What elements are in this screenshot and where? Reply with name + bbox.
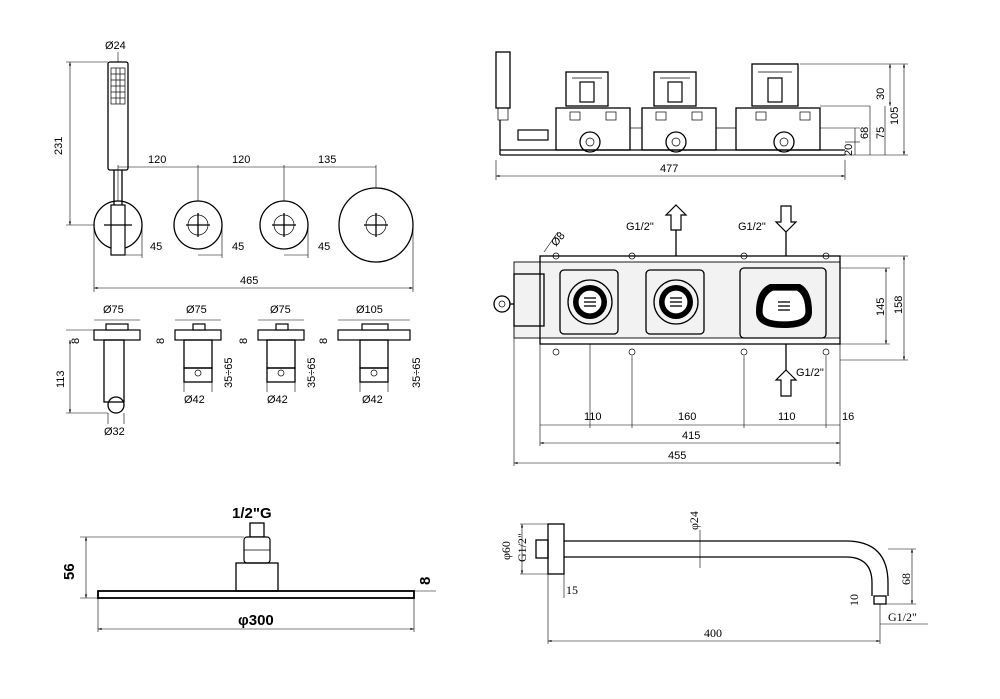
dim-front-spacing-2: 160 (678, 411, 696, 423)
handshower-hose-connector (110, 204, 126, 256)
body-side-view: 30 105 75 68 20 477 (495, 51, 908, 180)
side-valve-2 (641, 71, 717, 153)
arm-end-connector (873, 595, 887, 605)
dim-profile2-plate: 8 (155, 338, 167, 344)
dim-profile2-diameter: Ø75 (186, 304, 207, 316)
inlet-arrow-3 (774, 344, 798, 397)
dim-front-spacing-3: 110 (778, 411, 796, 423)
dim-profile3-range: 35÷65 (306, 357, 318, 388)
dim-profile1-depth: 113 (55, 370, 67, 388)
dim-head-height: 56 (61, 563, 78, 580)
dim-front-height-outer: 158 (893, 296, 905, 314)
dim-profile1-plate: 8 (70, 338, 82, 344)
outlet-arrow-1 (664, 204, 688, 256)
dim-arm-flange: φ60 (499, 541, 513, 560)
dim-handshower-height: 231 (53, 137, 65, 155)
label-thread-top-left: G1/2" (626, 221, 654, 233)
handshower-nozzle-grid (111, 68, 125, 104)
dim-side-height-a: 30 (875, 88, 887, 100)
dim-profile1-base: Ø32 (104, 426, 125, 438)
arm-wall-flange (547, 523, 565, 575)
fixing-holes (552, 252, 830, 356)
dim-front-spacing-1: 110 (584, 411, 602, 423)
handshower-dimensions: Ø24 231 120 120 135 45 45 45 465 (53, 40, 414, 292)
dim-side-height-b: 75 (875, 127, 887, 139)
dim-front-height-inner: 145 (875, 298, 887, 316)
knob-1-front (173, 200, 223, 250)
dim-profile4-range: 35÷65 (411, 357, 423, 388)
dim-profile3-plate: 8 (238, 338, 250, 344)
dim-head-thickness: 8 (417, 577, 434, 585)
dim-offset-1: 45 (150, 241, 162, 253)
knob-profile-1: Ø75 8 113 Ø32 (55, 304, 141, 438)
dim-handshower-diameter: Ø24 (105, 40, 126, 52)
dim-arm-drop: 68 (899, 573, 913, 585)
shower-arm-view: φ24 φ60 G1/2" 15 68 10 G1/2" 400 (499, 511, 928, 644)
knob-3-front (338, 187, 414, 263)
dim-front-edge: 16 (842, 411, 854, 423)
dim-total-width: 465 (240, 275, 258, 287)
dim-arm-length: 400 (704, 626, 722, 640)
dim-arm-end: 10 (847, 594, 861, 606)
front-valve-1 (559, 269, 619, 335)
dim-spacing-3: 135 (318, 154, 336, 166)
dim-arm-flange-depth: 15 (566, 583, 578, 597)
dim-side-height-d: 20 (843, 144, 855, 156)
knob-profile-3: Ø75 8 35÷65 Ø42 (238, 304, 318, 406)
label-head-thread: 1/2"G (232, 505, 272, 522)
body-handshower-connector (493, 295, 511, 313)
knob-profile-4: Ø105 8 35÷65 Ø42 (318, 304, 423, 406)
dim-front-inner-width: 415 (682, 430, 700, 442)
dim-profile4-diameter: Ø105 (356, 304, 383, 316)
label-arm-thread-end: G1/2" (888, 610, 917, 624)
side-valve-3 (735, 63, 821, 153)
front-valve-3 (739, 267, 827, 339)
dim-profile2-base: Ø42 (184, 394, 205, 406)
dim-spacing-1: 120 (148, 154, 166, 166)
dim-offset-3: 45 (318, 241, 330, 253)
dim-side-height-total: 105 (889, 107, 901, 125)
dim-fixing-hole: Ø8 (549, 230, 568, 249)
dim-profile3-diameter: Ø75 (270, 304, 291, 316)
handshower-front-view: Ø24 231 120 120 135 45 45 45 465 (53, 40, 414, 292)
knob-profiles-view: Ø75 8 113 Ø32 Ø75 8 35÷65 (55, 304, 423, 438)
knob-2-front (259, 200, 309, 250)
shower-head-view: 1/2"G 56 8 φ300 (61, 505, 436, 632)
dim-profile2-range: 35÷65 (223, 357, 235, 388)
dim-arm-tube: φ24 (687, 511, 701, 530)
side-valve-1 (555, 71, 631, 153)
knob-profile-2: Ø75 8 35÷65 Ø42 (155, 304, 235, 406)
body-front-view: G1/2" G1/2" G1/2" Ø8 145 158 110 160 110… (493, 204, 908, 466)
label-arm-thread-wall: G1/2" (515, 533, 529, 562)
inlet-arrow-2 (774, 205, 798, 256)
dim-offset-2: 45 (232, 241, 244, 253)
dim-side-width: 477 (660, 163, 678, 175)
dim-profile3-base: Ø42 (267, 394, 288, 406)
dim-front-outer-width: 455 (668, 450, 686, 462)
dim-head-diameter: φ300 (238, 612, 274, 629)
side-handshower-outlet (495, 51, 511, 109)
dim-side-height-c: 68 (859, 127, 871, 139)
label-thread-bottom: G1/2" (796, 367, 824, 379)
dim-profile1-diameter: Ø75 (103, 304, 124, 316)
front-valve-2 (645, 269, 705, 335)
dim-profile4-plate: 8 (318, 338, 330, 344)
head-plate (97, 590, 415, 599)
dim-spacing-2: 120 (232, 154, 250, 166)
dim-profile4-base: Ø42 (362, 394, 383, 406)
label-thread-top-right: G1/2" (738, 221, 766, 233)
